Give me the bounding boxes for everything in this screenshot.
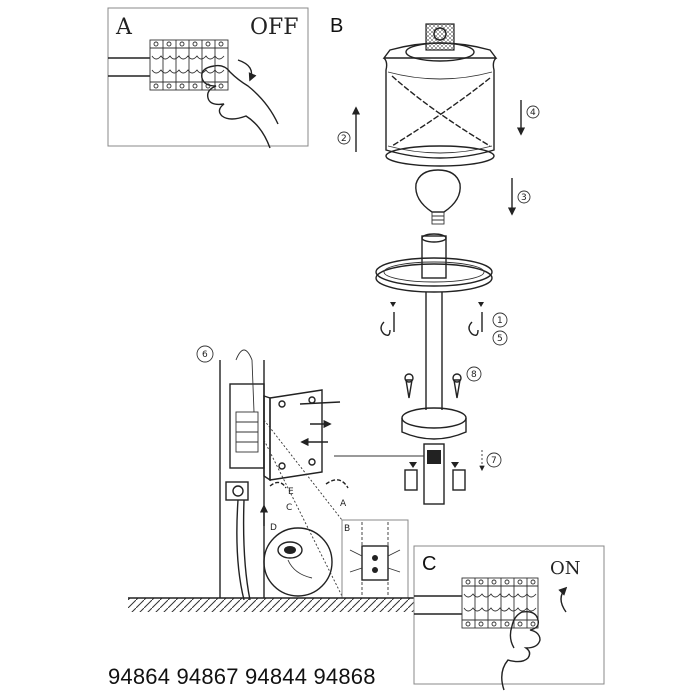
grommet-detail [263,527,333,597]
step-6-label: 6 [202,350,208,360]
step-2-label: 2 [341,134,347,144]
panel-a-terminal-block [149,39,229,91]
step-3-label: 3 [521,193,527,203]
panel-a-cable [108,57,150,77]
panel-c-hand [501,610,541,691]
panel-c-terminal-block [461,577,539,629]
panel-a-turn-arrow [237,59,257,82]
step-8-label: 8 [471,370,477,380]
inset-label-a: A [340,499,347,509]
terminal-zoom-inset: B [263,419,409,599]
cover-plate [263,389,341,482]
panel-c-turn-arrow [558,586,568,613]
inset-label-b: B [344,524,350,534]
step-4-label: 4 [530,108,536,118]
wall-mount-section: 6 E C A [128,345,428,612]
junction-box [404,443,466,505]
panel-c-on-label: ON [550,558,581,579]
post-terminal [229,349,265,469]
ground-hatch [128,598,428,612]
panel-c-cable [414,595,462,615]
socket-and-mounting-plate [375,233,493,293]
inset-label-e: E [288,487,294,497]
panel-c-letter: C [422,553,436,575]
lantern-head [382,23,498,167]
base-screws [404,373,462,399]
panel-a-frame [107,7,309,147]
panel-a-letter: A [115,15,133,40]
step-1-label: 1 [497,316,503,326]
panel-a-hand [201,64,279,149]
mounting-post [219,360,265,598]
post-cable [236,499,251,601]
panel-a-off-label: OFF [250,15,299,40]
model-numbers: 94864 94867 94844 94868 [108,664,376,689]
panel-c-frame [413,545,605,685]
plate-screws [380,302,484,337]
inset-label-c: C [286,503,292,513]
cable-clamp [225,479,349,501]
step-7-label: 7 [491,456,497,466]
light-bulb [415,169,461,225]
panel-a-switch-off: A OFF [107,7,309,149]
panel-b-lamp-assembly: B 2 4 3 [330,15,540,505]
step-5-label: 5 [497,334,503,344]
lamp-pole [401,292,467,440]
panel-c-switch-on: C ON [413,545,605,691]
panel-b-letter: B [330,15,343,37]
inset-label-d: D [270,523,277,533]
